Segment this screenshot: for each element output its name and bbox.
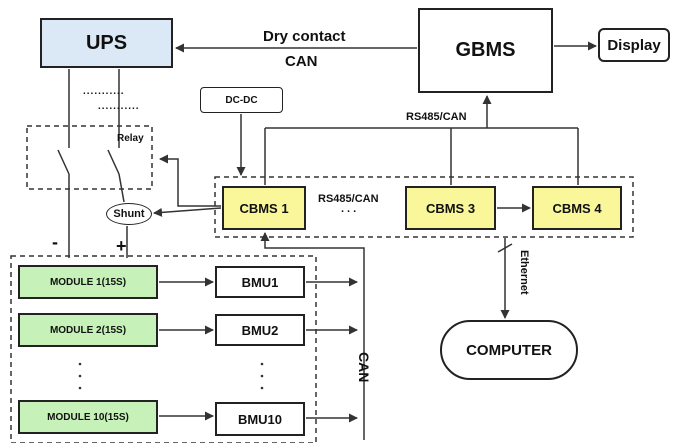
rs485-can-top-label: RS485/CAN <box>406 111 467 123</box>
can-bus-label: CAN <box>356 352 372 383</box>
minus-terminal-label: - <box>52 232 58 252</box>
ups-ellipsis-2: ........... <box>98 101 140 112</box>
cbms-1-box: CBMS 1 <box>222 186 306 230</box>
ups-box: UPS <box>40 18 173 68</box>
can-top-label: CAN <box>285 53 318 70</box>
cbms-enclosure <box>214 176 634 238</box>
display-box: Display <box>598 28 670 62</box>
ethernet-label: Ethernet <box>518 250 530 295</box>
dry-contact-label: Dry contact <box>263 28 346 45</box>
bmu-1-box: BMU1 <box>215 266 305 298</box>
cbms-ellipsis: ... <box>341 203 360 215</box>
module-10-box: MODULE 10(15S) <box>18 400 158 434</box>
bmu-10-box: BMU10 <box>215 402 305 436</box>
plus-terminal-label: + <box>116 236 127 256</box>
shunt-box: Shunt <box>106 203 152 225</box>
gbms-box: GBMS <box>418 8 553 93</box>
cbms-4-box: CBMS 4 <box>532 186 622 230</box>
ups-ellipsis-1: ........... <box>83 86 125 97</box>
cbms-3-box: CBMS 3 <box>405 186 496 230</box>
module-2-box: MODULE 2(15S) <box>18 313 158 347</box>
rs485-can-mid-label: RS485/CAN <box>318 193 379 205</box>
module-enclosure <box>10 255 317 443</box>
dc-dc-box: DC-DC <box>200 87 283 113</box>
relay-label: Relay <box>117 133 144 144</box>
module-1-box: MODULE 1(15S) <box>18 265 158 299</box>
computer-box: COMPUTER <box>440 320 578 380</box>
relay-enclosure <box>26 125 153 190</box>
bmu-2-box: BMU2 <box>215 314 305 346</box>
